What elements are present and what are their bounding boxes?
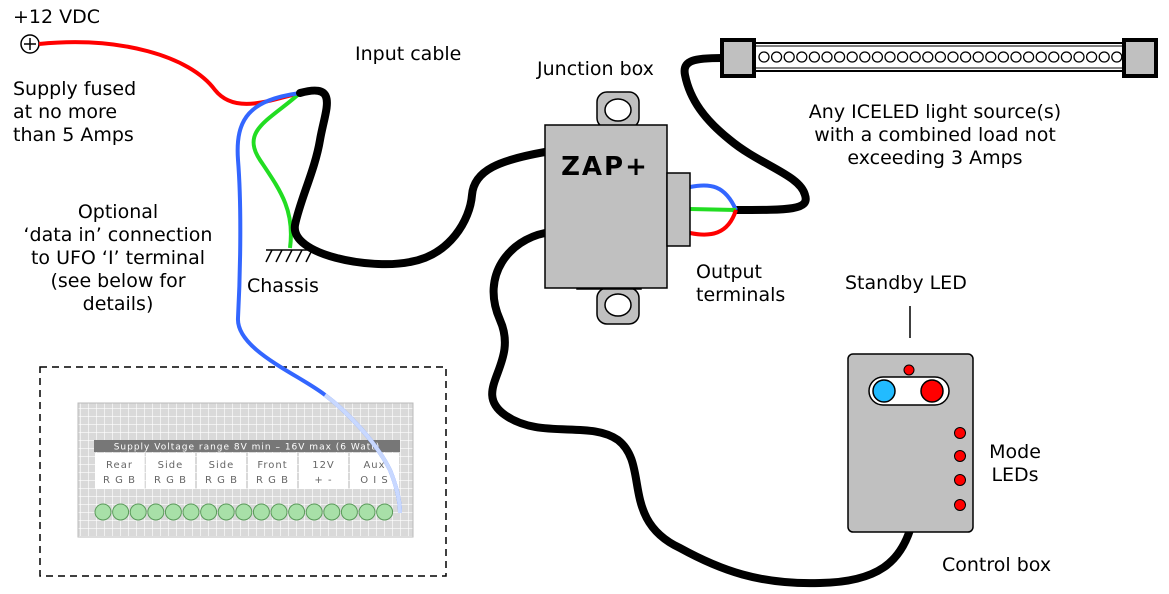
led-dot: [972, 51, 984, 63]
led-dot: [896, 51, 909, 63]
screw-terminal: [305, 503, 323, 521]
led-dot: [770, 51, 783, 63]
screw-terminal: [147, 503, 165, 521]
terminal-group-name: 12V: [312, 460, 335, 471]
junction-box: ZAP+: [544, 91, 691, 325]
terminal-group-name: Side: [209, 460, 235, 471]
board-header: Supply Voltage range 8V min – 16V max (6…: [114, 443, 381, 453]
led-dot: [997, 51, 1010, 63]
led-dot: [1073, 51, 1085, 63]
supply-fused-label: Supply fused at no more than 5 Amps: [13, 78, 137, 146]
led-dot: [808, 51, 821, 63]
screw-terminal: [252, 503, 270, 521]
led-dot: [1085, 51, 1098, 63]
standby-led: [903, 364, 915, 376]
led-dot: [796, 51, 808, 63]
terminal-group-name: Front: [257, 460, 287, 471]
cyan-button[interactable]: [872, 379, 896, 403]
screw-terminal: [235, 503, 253, 521]
standby-led-label: Standby LED: [845, 272, 967, 294]
led-dot: [909, 51, 921, 63]
screw-terminal: [129, 503, 147, 521]
led-dot: [1111, 51, 1123, 63]
terminal-group-cell: [95, 453, 144, 489]
terminal-detail-frame: [39, 366, 447, 577]
light-source-label: Any ICELED light source(s) with a combin…: [808, 101, 1062, 169]
output-red-wire: [689, 209, 738, 237]
optional-data-label: Optional ‘data in’ connection to UFO ‘I’…: [23, 201, 213, 315]
mode-led: [954, 450, 966, 462]
screw-terminal: [217, 503, 235, 521]
led-dot: [859, 51, 871, 63]
terminal-group-pins: R G B: [256, 475, 289, 486]
ground-icon: [265, 249, 313, 263]
terminal-group-pins: R G B: [103, 475, 136, 486]
screw-terminal: [200, 503, 218, 521]
terminal-group-name: Side: [158, 460, 184, 471]
led-dot: [1010, 51, 1022, 63]
terminal-group-name: Rear: [106, 460, 133, 471]
led-dot: [934, 51, 947, 63]
output-cable: [680, 54, 810, 214]
led-dot: [884, 51, 896, 63]
led-dot: [1048, 51, 1060, 63]
input-cable-label: Input cable: [355, 43, 462, 65]
mode-leds-label: Mode LEDs: [989, 441, 1041, 486]
screw-terminal: [112, 503, 130, 521]
screw-terminal: [323, 503, 341, 521]
led-dot: [846, 51, 858, 63]
led-dot: [959, 51, 972, 63]
control-box-label: Control box: [942, 554, 1052, 576]
mode-led: [954, 427, 966, 439]
mode-led: [954, 474, 966, 486]
screw-terminal: [164, 503, 182, 521]
terminal-group-cell: [146, 453, 195, 489]
screw-terminal: [288, 503, 306, 521]
led-dot: [947, 51, 959, 63]
led-dot: [1060, 51, 1073, 63]
screw-terminal: [270, 503, 288, 521]
terminal-group-cell: [299, 453, 348, 489]
mode-led: [954, 499, 966, 511]
led-dot: [1035, 51, 1047, 63]
terminal-group-pins: O I S: [360, 475, 389, 486]
terminal-group-name: Aux: [363, 460, 385, 471]
terminal-group-cell: [248, 453, 297, 489]
screw-terminal: [340, 503, 358, 521]
led-dot: [783, 51, 795, 63]
terminal-group-pins: R G B: [205, 475, 238, 486]
positive-terminal-icon: [20, 34, 40, 54]
output-blue-wire: [689, 183, 738, 211]
led-dot: [758, 51, 770, 63]
terminal-group-pins: R G B: [154, 475, 187, 486]
screw-terminal: [376, 503, 394, 521]
led-dot: [1022, 51, 1035, 63]
screw-terminal: [94, 503, 112, 521]
led-dot: [821, 51, 833, 63]
supply-voltage-label: +12 VDC: [13, 6, 101, 28]
terminal-group-pins: + -: [314, 475, 332, 486]
green-chassis-wire: [251, 91, 302, 249]
control-box: [847, 353, 974, 533]
led-dot: [1098, 51, 1110, 63]
chassis-label: Chassis: [247, 275, 319, 297]
input-cable: [290, 86, 549, 269]
led-dot: [833, 51, 846, 63]
led-dot: [922, 51, 934, 63]
terminal-group-cell: [197, 453, 246, 489]
junction-box-label: Junction box: [537, 58, 654, 80]
light-source: [720, 38, 1158, 78]
terminal-board: Supply Voltage range 8V min – 16V max (6…: [77, 402, 414, 538]
led-dot: [985, 51, 997, 63]
output-green-wire: [689, 207, 737, 212]
led-dot: [871, 51, 884, 63]
zap-brand-label: ZAP+: [561, 152, 649, 182]
screw-terminal: [182, 503, 200, 521]
output-terminals-label: Output terminals: [696, 261, 786, 306]
red-button[interactable]: [920, 379, 944, 403]
control-cable: [488, 229, 914, 588]
screw-terminal: [358, 503, 376, 521]
